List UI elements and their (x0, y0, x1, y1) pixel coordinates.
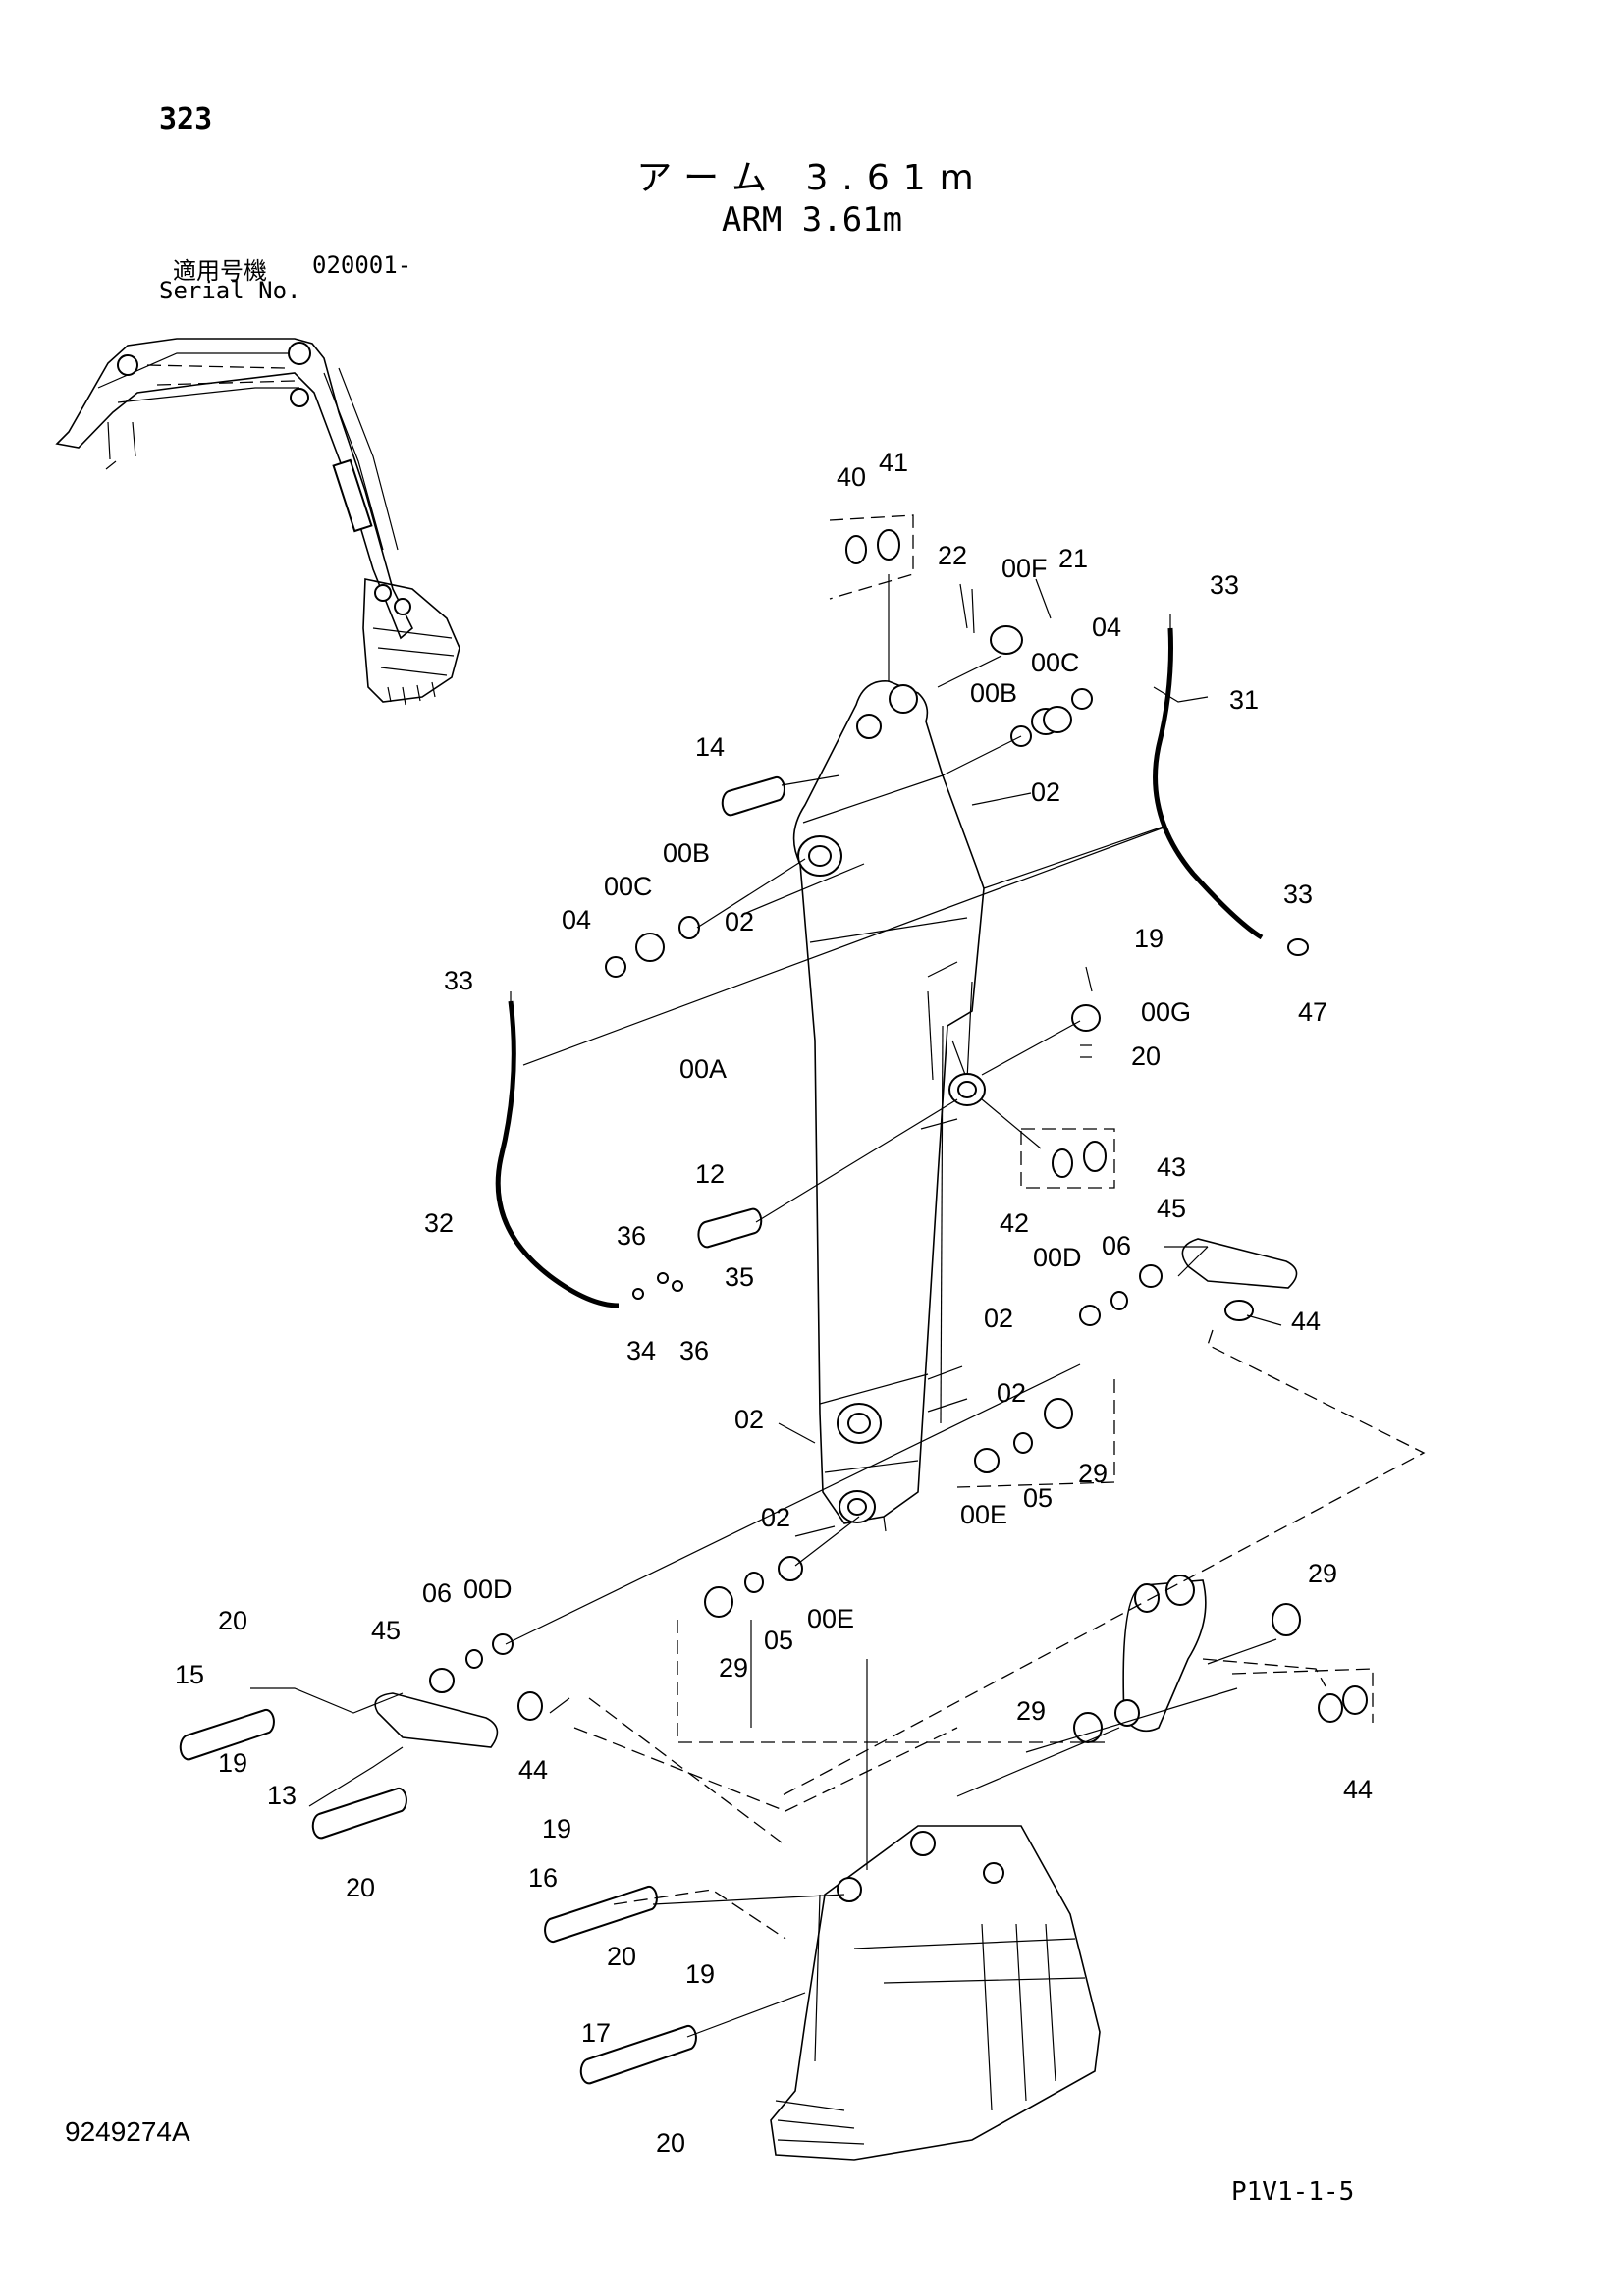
callout-16: 16 (528, 1863, 558, 1893)
callout-34: 34 (626, 1336, 656, 1365)
callout-20-e: 20 (656, 2128, 685, 2158)
callout-44-b: 44 (518, 1755, 548, 1785)
callout-00B-left: 00B (663, 838, 710, 868)
callout-06-right: 06 (1102, 1231, 1131, 1260)
callout-05-b: 05 (764, 1626, 793, 1655)
callout-04-left: 04 (562, 905, 591, 934)
callout-00E-a: 00E (960, 1500, 1007, 1529)
callout-05-a: 05 (1023, 1483, 1053, 1513)
callout-02-c: 02 (984, 1304, 1013, 1333)
callout-20-b: 20 (218, 1606, 247, 1635)
callout-31: 31 (1229, 685, 1259, 715)
callout-20-a: 20 (1131, 1041, 1161, 1071)
callout-20-d: 20 (607, 1942, 636, 1971)
callout-14: 14 (695, 732, 725, 762)
callout-00B-right: 00B (970, 678, 1017, 708)
excavator-reference-sketch (55, 338, 460, 706)
callout-33-top: 33 (1210, 570, 1239, 600)
callout-02-d: 02 (997, 1378, 1026, 1408)
serial-label-japanese: 適用号機 (173, 257, 267, 285)
callout-29-d: 29 (1016, 1696, 1046, 1726)
callout-06-left: 06 (422, 1578, 452, 1608)
hoses (495, 614, 1264, 1308)
callout-32: 32 (424, 1208, 454, 1238)
callout-36-b: 36 (679, 1336, 709, 1365)
serial-number-value: 020001- (312, 251, 412, 279)
callout-00C-left: 00C (604, 872, 653, 901)
callout-00G: 00G (1141, 997, 1191, 1027)
callout-21: 21 (1058, 544, 1088, 573)
callout-02-e: 02 (734, 1405, 764, 1434)
callout-19-c: 19 (542, 1814, 571, 1843)
callout-43: 43 (1157, 1152, 1186, 1182)
callout-41: 41 (879, 448, 908, 477)
callout-19-b: 19 (218, 1748, 247, 1778)
callout-13: 13 (267, 1781, 297, 1810)
callout-29-b: 29 (1308, 1559, 1337, 1588)
callout-19-d: 19 (685, 1959, 715, 1989)
callout-45-right: 45 (1157, 1194, 1186, 1223)
callout-47: 47 (1298, 997, 1327, 1027)
callout-17: 17 (581, 2018, 611, 2048)
callout-00D-right: 00D (1033, 1243, 1082, 1272)
callout-labels: 40 41 22 00F 21 33 00C 04 00B 31 14 02 0… (175, 448, 1373, 2158)
callout-42: 42 (1000, 1208, 1029, 1238)
serial-label-english: Serial No. (159, 277, 301, 304)
drawing-number: 9249274A (65, 2116, 190, 2147)
leader-lines (250, 574, 1426, 2038)
callout-44-c: 44 (1343, 1775, 1373, 1804)
title-japanese: アーム 3.61m (636, 158, 988, 198)
callout-40: 40 (837, 462, 866, 492)
callout-29-a: 29 (1078, 1459, 1108, 1488)
callout-36-a: 36 (617, 1221, 646, 1251)
bucket (770, 1825, 1101, 2161)
title-english: ARM 3.61m (721, 200, 903, 240)
callout-00D-left: 00D (463, 1575, 513, 1604)
callout-00A: 00A (679, 1054, 727, 1084)
callout-00C-right: 00C (1031, 648, 1080, 677)
callout-22: 22 (938, 541, 967, 570)
callout-00F: 00F (1001, 554, 1048, 583)
callout-29-c: 29 (719, 1653, 748, 1682)
callout-02-f: 02 (761, 1503, 790, 1532)
callout-44-a: 44 (1291, 1307, 1321, 1336)
callout-20-c: 20 (346, 1873, 375, 1902)
callout-02-b: 02 (725, 907, 754, 936)
section-code: P1V1-1-5 (1231, 2177, 1355, 2207)
small-parts (179, 514, 1368, 2085)
callout-33-right: 33 (1283, 880, 1313, 909)
callout-00E-b: 00E (807, 1604, 854, 1633)
callout-33-left: 33 (444, 966, 473, 995)
callout-45-left: 45 (371, 1616, 401, 1645)
callout-35: 35 (725, 1262, 754, 1292)
page-number: 323 (159, 102, 213, 136)
callout-04-right: 04 (1092, 613, 1121, 642)
callout-12: 12 (695, 1159, 725, 1189)
callout-02-a: 02 (1031, 777, 1060, 807)
callout-19-a: 19 (1134, 924, 1164, 953)
callout-15: 15 (175, 1660, 204, 1689)
arm-assembly-00A (792, 680, 986, 1532)
